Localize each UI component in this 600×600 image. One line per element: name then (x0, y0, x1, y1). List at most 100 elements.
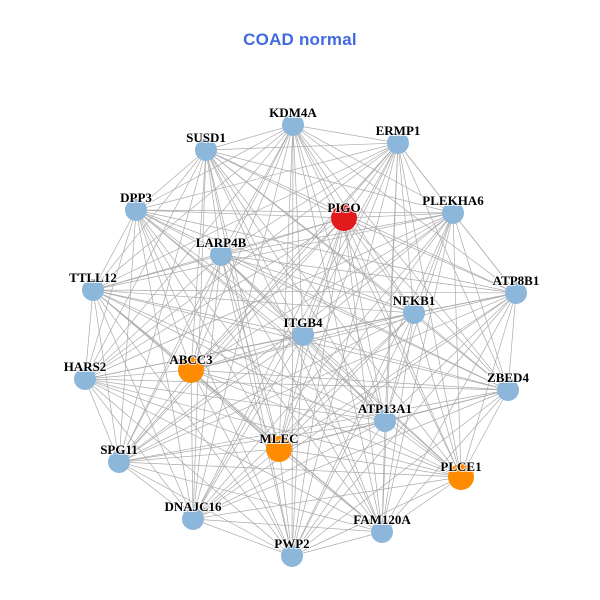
network-edge (135, 124, 294, 211)
network-node-dnajc16[interactable] (182, 508, 204, 530)
network-edge (291, 531, 383, 557)
node-label-susd1: SUSD1 (186, 130, 226, 145)
network-edge (278, 212, 454, 450)
network-edge (397, 142, 509, 391)
network-edge (118, 461, 293, 557)
network-edge (381, 212, 454, 533)
network-node-itgb4[interactable] (292, 324, 314, 346)
network-edge (278, 448, 462, 478)
network-edge (302, 334, 462, 478)
node-label-hars2: HARS2 (64, 359, 107, 374)
network-edge (302, 334, 509, 391)
node-label-plekha6: PLEKHA6 (422, 193, 484, 208)
network-edge (292, 124, 386, 422)
network-edge (205, 149, 517, 294)
network-edge (135, 142, 399, 211)
network-edge (84, 378, 194, 520)
network-edge (384, 420, 462, 478)
network-edge (384, 292, 517, 422)
network-node-fam120a[interactable] (371, 521, 393, 543)
network-edge (291, 420, 386, 557)
node-label-larp4b: LARP4B (196, 235, 247, 250)
network-edge (302, 212, 454, 336)
network-edge (135, 209, 192, 371)
network-edge (343, 217, 517, 294)
network-node-pwp2[interactable] (281, 545, 303, 567)
node-label-plce1: PLCE1 (440, 459, 481, 474)
network-edge (135, 149, 207, 211)
network-edge (118, 420, 386, 463)
network-edge (135, 209, 517, 294)
network-edge (381, 389, 509, 533)
node-label-dnajc16: DNAJC16 (164, 499, 222, 514)
network-edge (135, 209, 293, 557)
network-edge (92, 289, 304, 336)
network-node-susd1[interactable] (195, 139, 217, 161)
network-edge (192, 420, 386, 520)
network-edge (413, 212, 454, 314)
network-edge (84, 378, 280, 450)
network-node-atp13a1[interactable] (374, 410, 396, 432)
network-node-zbed4[interactable] (497, 379, 519, 401)
node-label-pigo: PIGO (327, 200, 360, 215)
network-edge (135, 209, 280, 450)
network-edge (278, 420, 386, 450)
network-node-plce1[interactable] (448, 464, 474, 490)
network-edge (118, 254, 222, 463)
network-edge (135, 209, 222, 256)
network-edge (190, 254, 222, 371)
node-label-abcc3: ABCC3 (169, 352, 213, 367)
network-edge (291, 476, 462, 557)
network-node-pigo[interactable] (331, 205, 357, 231)
network-edge (278, 448, 293, 557)
node-label-kdm4a: KDM4A (269, 105, 317, 120)
network-edge (192, 334, 304, 520)
node-label-dpp3: DPP3 (120, 190, 152, 205)
network-edge (190, 217, 345, 371)
network-node-ermp1[interactable] (387, 132, 409, 154)
network-edge (292, 124, 509, 391)
network-edge (220, 254, 415, 314)
network-edge (192, 389, 509, 520)
network-edge (205, 124, 294, 151)
network-node-plekha6[interactable] (442, 202, 464, 224)
network-edge (84, 369, 192, 380)
network-edge (84, 124, 294, 380)
network-edge (135, 209, 345, 219)
network-edge (84, 378, 509, 391)
network-node-spg11[interactable] (108, 451, 130, 473)
network-edge (135, 209, 383, 533)
node-label-ermp1: ERMP1 (376, 123, 421, 138)
network-edge (84, 289, 94, 380)
network-edge (205, 149, 454, 214)
network-node-mlec[interactable] (266, 436, 292, 462)
figure-title: COAD normal (243, 30, 357, 49)
network-edge (190, 142, 399, 371)
network-edge (118, 448, 280, 463)
network-edge (278, 292, 517, 450)
node-label-nfkb1: NFKB1 (393, 293, 436, 308)
network-edge (92, 209, 137, 291)
network-edge (278, 124, 294, 450)
network-edge (452, 212, 462, 478)
network-edge (220, 212, 454, 256)
network-edge (343, 217, 383, 533)
network-edge (278, 448, 383, 533)
network-edge (397, 142, 415, 314)
network-node-ttll12[interactable] (82, 279, 104, 301)
network-edge (92, 289, 120, 463)
network-node-nfkb1[interactable] (403, 302, 425, 324)
network-edge (92, 289, 415, 314)
network-edge (118, 389, 509, 463)
network-node-dpp3[interactable] (125, 199, 147, 221)
network-edge (205, 149, 386, 422)
network-node-kdm4a[interactable] (282, 114, 304, 136)
network-node-abcc3[interactable] (178, 357, 204, 383)
network-edge (118, 369, 192, 463)
network-node-hars2[interactable] (74, 368, 96, 390)
network-edge (84, 378, 293, 557)
network-node-atp8b1[interactable] (505, 282, 527, 304)
network-node-larp4b[interactable] (210, 244, 232, 266)
network-edge (343, 217, 509, 391)
